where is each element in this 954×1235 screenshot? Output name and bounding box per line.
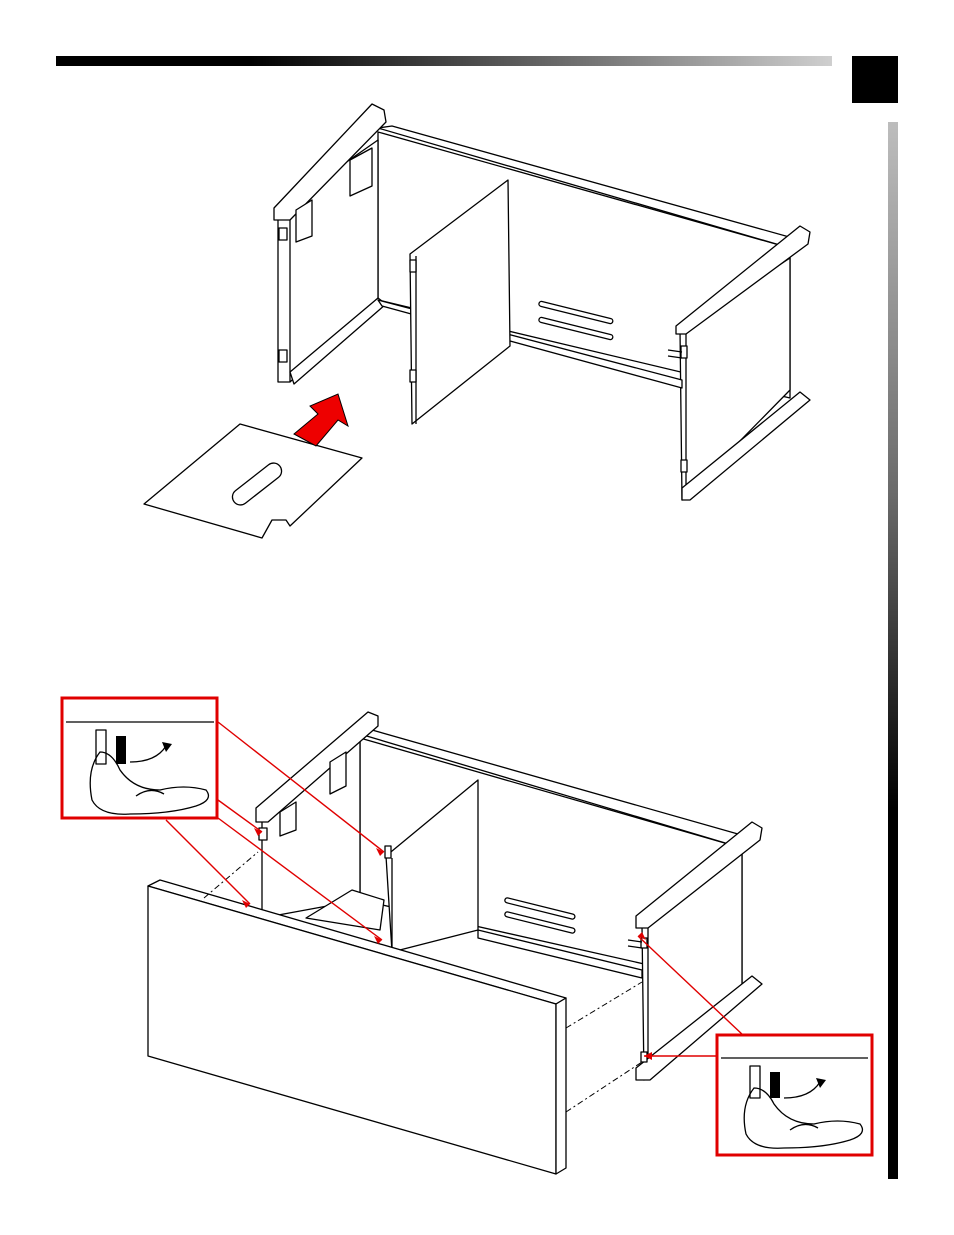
cam-lock-callout-right	[717, 1035, 872, 1155]
cam-lock-callout-left	[62, 698, 217, 818]
